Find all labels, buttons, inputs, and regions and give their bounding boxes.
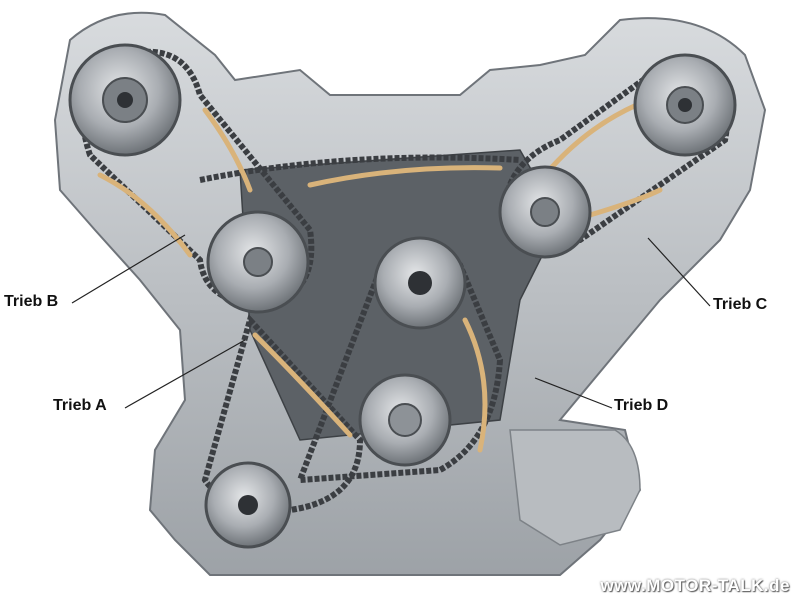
- oil-pump-sprocket: [204, 461, 292, 549]
- label-trieb-d: Trieb D: [614, 397, 669, 414]
- label-trieb-c: Trieb C: [713, 296, 768, 313]
- leader-trieb-a: [124, 339, 246, 409]
- guide-a: [252, 332, 353, 438]
- label-trieb-a: Trieb A: [53, 397, 107, 414]
- chain-upper: [199, 154, 521, 183]
- leader-lines: [71, 234, 711, 409]
- guide-b-right: [202, 107, 253, 193]
- guide-upper: [307, 165, 503, 188]
- guide-b-left: [97, 172, 193, 258]
- intermediate-sprocket-b: [206, 210, 310, 314]
- center-sprocket: [373, 236, 467, 330]
- camshaft-sprocket-right: [633, 53, 737, 157]
- crankshaft-sprocket: [358, 373, 452, 467]
- leader-trieb-b: [71, 234, 186, 304]
- label-trieb-b: Trieb B: [4, 293, 59, 310]
- chain-trieb-d: [295, 250, 504, 484]
- oil-pan: [509, 429, 641, 546]
- guide-d: [462, 317, 488, 453]
- leader-trieb-c: [647, 237, 711, 307]
- camshaft-sprocket-left: [68, 43, 182, 157]
- watermark: www.MOTOR-TALK.de: [600, 576, 790, 595]
- intermediate-sprocket-c: [498, 165, 592, 259]
- sprockets: [68, 43, 737, 549]
- guide-c-lower: [587, 187, 663, 218]
- leader-trieb-d: [534, 377, 613, 409]
